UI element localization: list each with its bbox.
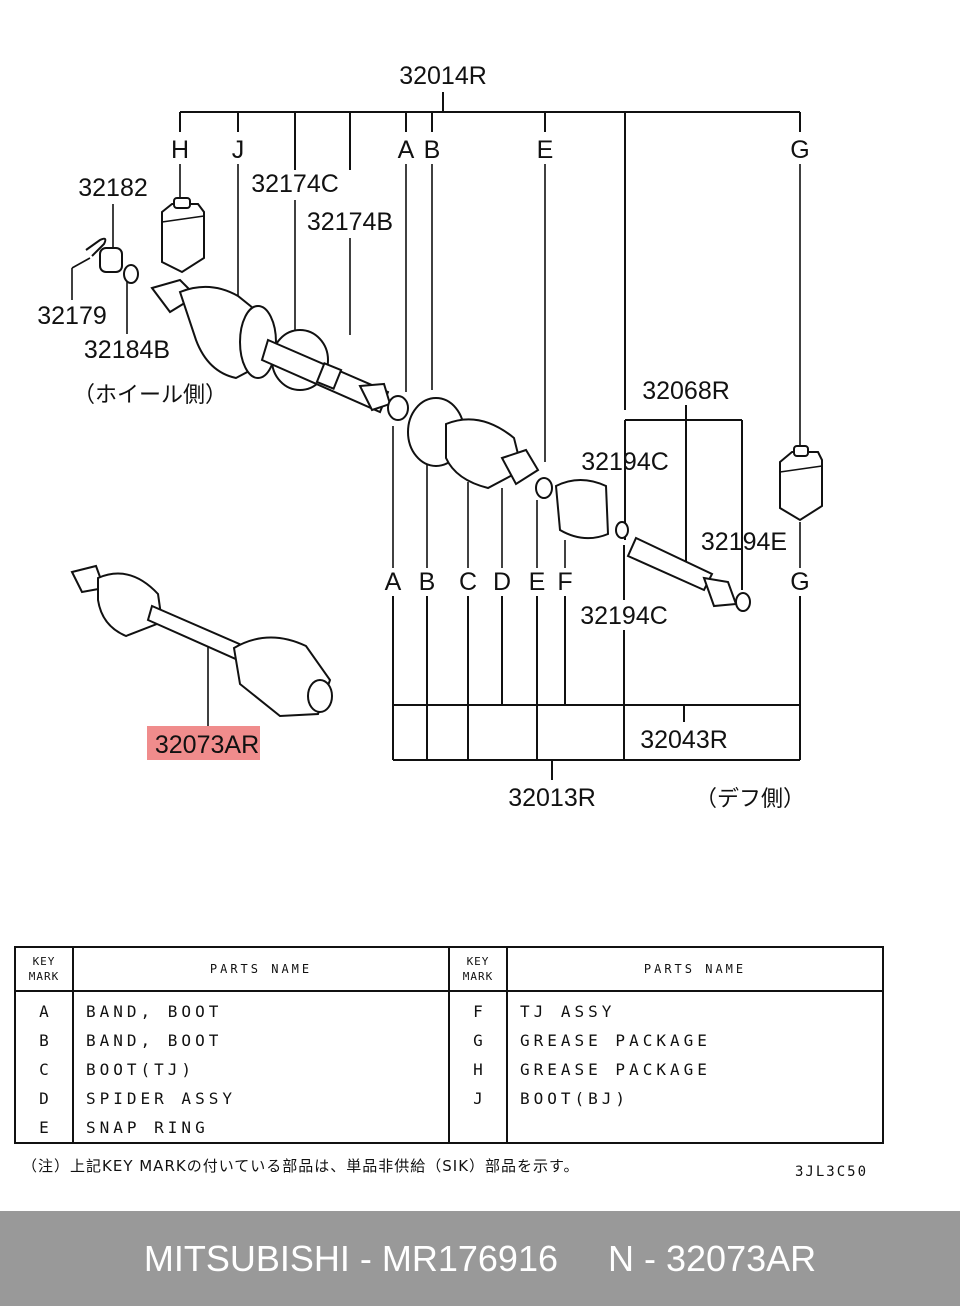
footnote: （注）上記KEY MARKの付いている部品は、単品非供給（SIK）部品を示す。 — [22, 1157, 580, 1175]
label-32073AR: 32073AR — [155, 731, 259, 759]
footer-bar: MITSUBISHI - MR176916 N - 32073AR — [0, 1211, 960, 1306]
label-32194C-top: 32194C — [581, 448, 669, 476]
highlight-32073AR — [147, 726, 260, 760]
label-32014R: 32014R — [399, 62, 487, 90]
label-32194C-bottom: 32194C — [580, 602, 668, 630]
parts-table: KEY MARK PARTS NAME A BAND, BOOT B BAND, B… — [14, 946, 884, 1144]
bracket-32068R — [624, 405, 743, 590]
table-row: F TJ ASSY — [450, 997, 882, 1026]
footer-part-number: MITSUBISHI - MR176916 N - 32073AR — [143, 1237, 817, 1279]
key-mark: E — [39, 1118, 49, 1137]
key-mark-header: KEY MARK — [16, 948, 74, 990]
key-mark: A — [39, 1002, 49, 1021]
assembled-drive-shaft — [70, 564, 333, 726]
key-column — [16, 992, 74, 1142]
bottom-brackets — [392, 426, 801, 780]
key-d-bottom: D — [493, 568, 511, 596]
key-a-bottom: A — [385, 568, 402, 596]
label-32068R: 32068R — [642, 377, 730, 405]
key-column — [450, 992, 508, 1142]
key-mark: H — [473, 1060, 483, 1079]
label-32174C: 32174C — [251, 170, 339, 198]
parts-table-left: KEY MARK PARTS NAME A BAND, BOOT B BAND, B… — [16, 948, 448, 1142]
key-b-top: B — [424, 136, 441, 164]
part-name: GREASE PACKAGE — [520, 1031, 711, 1050]
label-diff-side: （デフ側） — [695, 786, 805, 811]
label-wheel-side: （ホイール側） — [73, 382, 227, 407]
part-name: BOOT(TJ) — [86, 1060, 196, 1079]
table-row: C BOOT(TJ) — [16, 1055, 448, 1084]
label-32174B: 32174B — [307, 208, 393, 236]
exploded-parts-diagram: 32014R H J A B E G 32182 32174C 32174B 3… — [37, 62, 823, 812]
table-row: B BAND, BOOT — [16, 1026, 448, 1055]
key-mark: F — [473, 1002, 483, 1021]
key-e-bottom: E — [529, 568, 546, 596]
grease-package-g — [779, 445, 823, 522]
table-header: KEY MARK PARTS NAME — [16, 948, 448, 992]
key-g-bottom: G — [790, 568, 809, 596]
part-name: TJ ASSY — [520, 1002, 616, 1021]
part-name: SPIDER ASSY — [86, 1089, 236, 1108]
parts-table-right: KEY MARK PARTS NAME F TJ ASSY G GREASE PAC… — [448, 948, 882, 1142]
part-name: GREASE PACKAGE — [520, 1060, 711, 1079]
label-32043R: 32043R — [640, 726, 728, 754]
parts-name-header: PARTS NAME — [643, 962, 747, 976]
part-name: SNAP RING — [86, 1118, 209, 1137]
key-g-top: G — [790, 136, 809, 164]
diagram-code: 3JL3C50 — [795, 1164, 869, 1180]
table-header: KEY MARK PARTS NAME — [450, 948, 882, 992]
table-row: H GREASE PACKAGE — [450, 1055, 882, 1084]
table-row: A BAND, BOOT — [16, 997, 448, 1026]
label-32194E: 32194E — [701, 528, 787, 556]
label-32182: 32182 — [78, 174, 148, 202]
leader-lines — [71, 164, 801, 462]
key-mark: B — [39, 1031, 49, 1050]
key-a-top: A — [398, 136, 415, 164]
table-row: D SPIDER ASSY — [16, 1084, 448, 1113]
part-name: BOOT(BJ) — [520, 1089, 630, 1108]
part-name: BAND, BOOT — [86, 1002, 223, 1021]
table-body — [16, 992, 448, 1142]
exploded-shaft — [150, 278, 751, 612]
parts-name-header: PARTS NAME — [209, 962, 313, 976]
table-body — [450, 992, 882, 1142]
key-j-top: J — [232, 136, 245, 164]
key-b-bottom: B — [419, 568, 436, 596]
rows-left: A BAND, BOOT B BAND, BOOT C BOOT(TJ) D SPIDE… — [16, 992, 448, 1142]
grease-package-h — [161, 197, 205, 274]
label-32179: 32179 — [37, 302, 107, 330]
table-row: E SNAP RING — [16, 1113, 448, 1142]
key-c-bottom: C — [459, 568, 477, 596]
label-32184B: 32184B — [84, 336, 170, 364]
label-32013R: 32013R — [508, 784, 596, 812]
rows-right: F TJ ASSY G GREASE PACKAGE H GREASE PACKAGE… — [450, 992, 882, 1113]
key-header-line1: KEY — [32, 955, 56, 968]
key-e-top: E — [537, 136, 554, 164]
part-name: BAND, BOOT — [86, 1031, 223, 1050]
key-f-bottom: F — [557, 568, 572, 596]
key-mark: J — [473, 1089, 483, 1108]
key-mark: C — [39, 1060, 49, 1079]
key-header-line2: MARK — [28, 970, 60, 983]
key-h-top: H — [171, 136, 189, 164]
key-mark: G — [473, 1031, 483, 1050]
labels: 32014R H J A B E G 32182 32174C 32174B 3… — [37, 62, 809, 812]
key-header-line2: MARK — [462, 970, 494, 983]
key-mark: D — [39, 1089, 49, 1108]
hub-fasteners — [85, 237, 139, 284]
key-header-line1: KEY — [466, 955, 490, 968]
table-row: G GREASE PACKAGE — [450, 1026, 882, 1055]
table-row: J BOOT(BJ) — [450, 1084, 882, 1113]
top-bracket — [179, 92, 801, 410]
key-mark-header: KEY MARK — [450, 948, 508, 990]
